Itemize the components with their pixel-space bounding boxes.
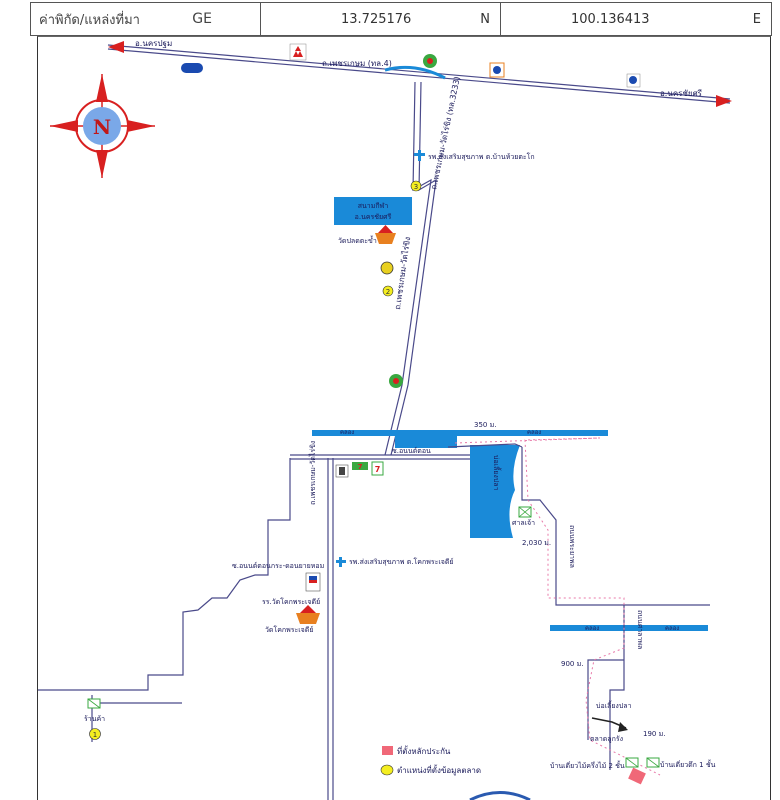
market-area-label: ตลาดลูกรัง bbox=[590, 735, 623, 743]
fish-pond-large-label: บ่อเลี้ยงปลา bbox=[492, 455, 503, 491]
stadium-label: สนามกีฬา bbox=[358, 202, 389, 210]
fish-pond-large bbox=[470, 445, 520, 538]
ptt-station-icon bbox=[626, 73, 641, 88]
compass-rose-icon bbox=[50, 74, 155, 178]
bottom-emblem-icon bbox=[469, 791, 531, 800]
latitude-cell: 13.725176 N bbox=[261, 3, 501, 35]
vertical-road-label-1: ถ.เพชรเกษม-วัดไร่ขิง (ทล.3233) bbox=[429, 76, 462, 191]
compass-letter: N bbox=[93, 115, 111, 139]
longitude-cell: 100.136413 E bbox=[501, 3, 771, 35]
source-cell: ค่าพิกัด/แหล่งที่มา GE bbox=[31, 3, 261, 35]
shop-label: ร้านค้า bbox=[84, 715, 105, 723]
school-logo-icon bbox=[423, 54, 437, 68]
school-logo-icon-2 bbox=[389, 374, 403, 388]
left-destination-label: อ.นครปฐม bbox=[135, 39, 172, 48]
mitsubishi-icon bbox=[289, 43, 307, 61]
gas-station-icon bbox=[489, 62, 505, 78]
buddha-emblem-icon bbox=[380, 261, 394, 275]
longitude-value: 100.136413 bbox=[571, 11, 650, 27]
canal-lower bbox=[550, 625, 708, 631]
junction-2-label: ซ.อนนต์ตอนกระ-ดอนยายหอม bbox=[232, 562, 324, 570]
house-icon bbox=[625, 757, 639, 768]
house-1-label: บ้านเดี่ยวไม้ครึ่งไม้ 2 ชั้น bbox=[550, 759, 625, 770]
map-frame bbox=[37, 36, 771, 800]
shell-station-icon bbox=[335, 464, 349, 478]
distance-1: 350 ม. bbox=[474, 421, 496, 429]
legend-market-swatch bbox=[380, 764, 394, 776]
svg-text:7: 7 bbox=[375, 465, 381, 474]
market-marker-2[interactable]: 2 bbox=[382, 285, 394, 297]
fish-pond-small-label: บ่อเลี้ยงปลา bbox=[596, 699, 632, 710]
hospital-1-label: รพ.ส่งเสริมสุขภาพ ต.บ้านห้วยตะโก bbox=[428, 152, 535, 161]
coordinate-header: ค่าพิกัด/แหล่งที่มา GE 13.725176 N 100.1… bbox=[30, 2, 772, 36]
temple-2-label: วัดโคกพระเจดีย์ bbox=[265, 625, 313, 634]
temple-icon-2 bbox=[296, 605, 320, 624]
road-label-vertical: ถ.เพชรเกษม-วัดไร่ขิง bbox=[308, 441, 317, 505]
legend-subject-swatch bbox=[382, 746, 393, 755]
legend-subject-label: ที่ตั้งหลักประกัน bbox=[397, 745, 451, 756]
svg-text:2: 2 bbox=[386, 288, 390, 296]
source-value: GE bbox=[192, 11, 212, 27]
legend-market-label: ตำแหน่งที่ตั้งข้อมูลตลาด bbox=[397, 764, 481, 776]
latitude-unit: N bbox=[480, 11, 490, 27]
shrine-icon bbox=[518, 506, 532, 518]
house-icon-2 bbox=[646, 757, 660, 768]
distance-2: 2,030 ม. bbox=[522, 539, 551, 547]
east-road bbox=[521, 447, 710, 770]
market-marker-1[interactable]: 1 bbox=[89, 728, 101, 740]
canal-label-4: คลอง bbox=[665, 625, 679, 632]
subject-property-marker[interactable] bbox=[628, 767, 646, 785]
vertical-road-label-2: ถ.เพชรเกษม-วัดไร่ขิง bbox=[393, 236, 412, 310]
east-road-label: ถนนพระยาพล bbox=[568, 525, 576, 568]
legend: ที่ตั้งหลักประกัน ตำแหน่งที่ตั้งข้อมูลตล… bbox=[380, 745, 481, 776]
southeast-road-label: ถนนศาลาพล bbox=[636, 610, 644, 649]
southwest-road bbox=[38, 458, 334, 800]
cross-road bbox=[290, 443, 523, 460]
seven-eleven-icon-2: 7 bbox=[371, 461, 384, 476]
highway-road bbox=[107, 41, 732, 107]
svg-text:3: 3 bbox=[414, 183, 418, 191]
distance-3: 900 ม. bbox=[561, 660, 583, 668]
stadium-area bbox=[334, 197, 412, 225]
distance-4: 190 ม. bbox=[643, 730, 665, 738]
svg-text:7: 7 bbox=[358, 463, 363, 471]
canal-junction bbox=[395, 434, 457, 448]
longitude-unit: E bbox=[752, 11, 761, 27]
junction-1-label: ซ.อนนต์ตอน bbox=[392, 447, 431, 455]
market-marker-3[interactable]: 3 bbox=[410, 180, 422, 192]
highway-label: ถ.เพชรเกษม (ทล.4) bbox=[322, 59, 392, 68]
shrine-label: ศาลเจ้า bbox=[512, 519, 535, 527]
school-label: รร.วัดโคกพระเจดีย์ bbox=[262, 597, 320, 606]
shop-icon bbox=[87, 698, 101, 709]
arrow-icon bbox=[591, 717, 628, 732]
right-destination-label: อ.นครชัยศรี bbox=[660, 89, 703, 98]
latitude-value: 13.725176 bbox=[341, 11, 412, 27]
hospital-icon-2 bbox=[336, 557, 346, 567]
hospital-icon bbox=[414, 150, 425, 161]
canal-label-1: คลอง bbox=[340, 429, 354, 436]
car-dealer-icon bbox=[181, 63, 203, 73]
stadium-sub-label: อ.นครชัยศรี bbox=[355, 213, 392, 221]
route-path bbox=[454, 437, 661, 776]
school-flag-icon bbox=[305, 572, 321, 592]
seven-eleven-icon: 7 bbox=[352, 462, 368, 471]
svg-text:1: 1 bbox=[93, 731, 97, 739]
house-2-label: บ้านเดี่ยวตึก 1 ชั้น bbox=[660, 758, 716, 769]
temple-icon bbox=[375, 225, 396, 244]
canal-upper bbox=[312, 430, 608, 436]
source-label: ค่าพิกัด/แหล่งที่มา bbox=[39, 12, 140, 28]
canal-label-3: คลอง bbox=[585, 625, 599, 632]
canal-label-2: คลอง bbox=[527, 429, 541, 436]
hospital-2-label: รพ.ส่งเสริมสุขภาพ ต.โคกพระเจดีย์ bbox=[349, 557, 454, 566]
temple-1-label: วัดปลดตะข้ำ bbox=[338, 234, 377, 245]
